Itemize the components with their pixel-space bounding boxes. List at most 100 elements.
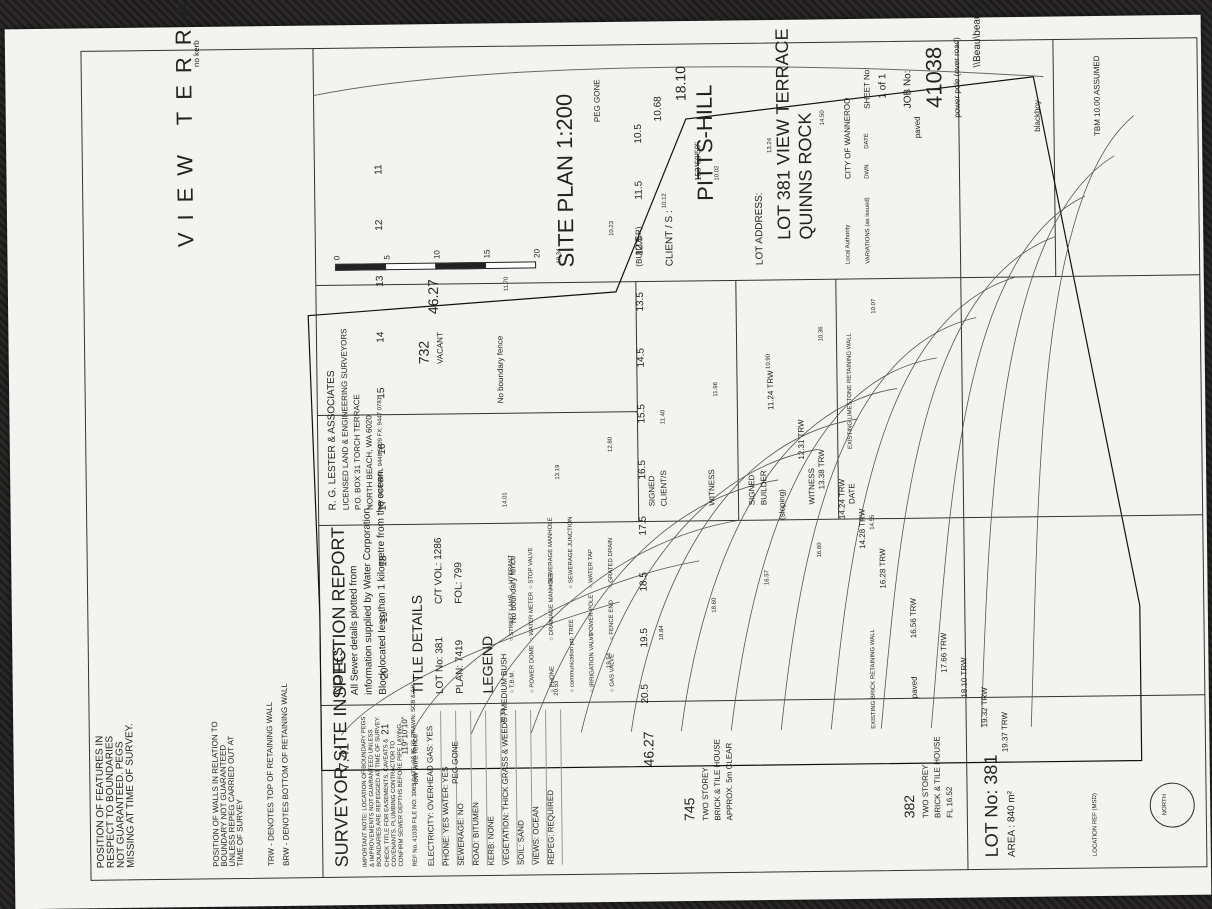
surveyor-divider	[317, 411, 638, 417]
street-name: VIEW TERRACE	[169, 0, 199, 248]
legend-item: ○ FENCE END	[608, 599, 616, 640]
lot-745-desc-2: BRICK & TILE HOUSE	[712, 738, 723, 821]
job-no-label: JOB No:	[902, 70, 914, 109]
sloping-note: (sloping)	[777, 489, 787, 520]
legend-item: ○ STOP VALVE	[528, 547, 535, 589]
report-divider	[320, 697, 966, 707]
paved-1: paved	[909, 676, 919, 699]
spot-level-label: 18.84	[658, 625, 666, 641]
lot-745-no: 745	[681, 797, 698, 822]
lot-boundary	[307, 76, 1143, 772]
spot-level-label: 18.60	[711, 597, 718, 613]
scale-tick-10: 10	[432, 250, 442, 260]
angle-2: 153°59'50"	[693, 142, 703, 181]
contour-label: 11.5	[633, 180, 645, 200]
trw-label: 19.37 TRW	[1000, 711, 1010, 753]
sign-row-line-3	[835, 279, 840, 520]
lot-732-no: 732	[415, 340, 432, 365]
sheet-no-value: 1 of 1	[877, 73, 889, 99]
signed-label: SIGNED	[647, 475, 657, 507]
trw-label: 14.28 TRW	[857, 508, 868, 549]
legend-item: ○ POWER POLE	[588, 594, 596, 641]
spot-level-label: 11.70	[503, 276, 510, 292]
plan-linework	[80, 37, 1208, 881]
sign-row-line	[635, 281, 640, 522]
client-label: CLIENT / S :	[663, 210, 676, 267]
lot-area: AREA : 840 m²	[1006, 790, 1018, 858]
spot-level-label: 13.19	[555, 464, 562, 480]
lot-745-desc-3: APPROX. 5m CLEAR	[724, 742, 735, 821]
power-pole-note: power pole (over road)	[951, 37, 962, 118]
contour-label: 10.5	[632, 124, 645, 144]
corner-dimension: 10.68	[652, 96, 664, 122]
low-wire-fence: low wire fence	[410, 733, 420, 785]
address-divider	[965, 694, 1205, 699]
trw-label: 17.66 TRW	[939, 632, 949, 673]
spot-level-label: 20.56	[501, 708, 508, 724]
scale-title: SITE PLAN 1:200	[551, 93, 579, 268]
spot-level-label: 10.90	[765, 353, 772, 370]
angle-1: 119°10'10"	[400, 716, 410, 755]
signed-builder-label: SIGNED	[747, 474, 757, 506]
job-divider	[960, 274, 1200, 279]
legend-item: ○ DRAINAGE MANHOLE	[548, 572, 556, 641]
legend-item: ○ SEWERAGE JUNCTION	[567, 516, 575, 589]
contour-label: 12	[374, 219, 386, 231]
contour-label: 15.5	[636, 404, 648, 424]
side-bottom-dimension: 46.27	[424, 278, 442, 315]
scale-tick-0: 0	[332, 255, 342, 261]
spot-level-label: 14.55	[869, 514, 876, 530]
location-ref: LOCATION REF (MSD)	[1092, 793, 1099, 857]
surveyor-addr-1: P.O. BOX 31 TORCH TERRACE	[352, 394, 363, 511]
spot-level-label: 19.54	[606, 652, 613, 669]
north-label: NORTH	[1162, 793, 1169, 816]
file-path: \\Beau\beau c\Cad\TEMP CONTOURS\41038VIE…	[969, 0, 983, 68]
lot-732-desc: VACANT	[435, 332, 445, 365]
spot-level-label: 10.36	[818, 326, 825, 342]
contour-label: 18	[378, 555, 390, 567]
peg-gone-1: PEG GONE	[450, 741, 460, 784]
contour-label: 13.5	[634, 292, 647, 312]
spot-level-label: 10.02	[714, 165, 721, 181]
authority-value: CITY OF WANNEROO	[842, 97, 853, 180]
scale-tick-15: 15	[482, 249, 492, 259]
contour-label: 20.5	[639, 684, 651, 704]
disclaimer-features: POSITION OF FEATURES IN RESPECT TO BOUND…	[94, 723, 137, 869]
spot-level-label: 11.40	[660, 409, 667, 425]
frontage-dimension: 18.10	[672, 65, 689, 102]
legend-heading: LEGEND	[479, 635, 496, 694]
lot-address-line-1: LOT 381 VIEW TERRACE	[771, 28, 795, 240]
scale-divider	[315, 277, 961, 287]
fol-label: FOL:	[453, 581, 465, 604]
legend-item: ○ communication pit	[569, 638, 576, 693]
spot-level-label: 10.23	[609, 220, 616, 236]
spot-level-label: 13.24	[767, 137, 774, 154]
spot-level-label: 16.60	[816, 542, 824, 558]
trw-label: 16.56 TRW	[908, 598, 919, 639]
paved-2: paved	[912, 116, 923, 139]
lot-382-desc-1: TWO STOREY	[920, 764, 931, 819]
lot-address-label: LOT ADDRESS:	[753, 192, 766, 266]
spot-level-label: 10.07	[871, 298, 878, 314]
fence-note-top: No boundary fence	[508, 555, 518, 624]
legend-item: ○ GRATED DRAIN	[607, 537, 615, 589]
legend-item: ○ POWER DOME	[529, 645, 536, 693]
variations-date: DATE	[864, 133, 871, 149]
builder-sign-label: BUILDER	[759, 470, 769, 506]
job-no-value: 41038	[920, 46, 947, 109]
plan-label: PLAN:	[454, 664, 466, 694]
contour-label: 13	[374, 275, 386, 287]
lot-no-label: LOT No:	[434, 656, 446, 695]
road-edge	[313, 66, 1044, 97]
contour-label: 20	[379, 667, 391, 679]
tbm-note: TBM 10.00 ASSUMED	[1092, 55, 1103, 137]
contour-label: 19.5	[639, 628, 651, 648]
lot-address-line-2: QUINNS ROCK	[794, 112, 817, 240]
contour-label: 18.5	[638, 572, 650, 592]
legend-item: ○ TREE	[568, 619, 576, 641]
authority-label: Local Authority	[845, 224, 852, 265]
trw-label: 18.10 TRW	[959, 657, 969, 698]
legend-item: ○ IRRIGATION VALVE	[589, 632, 596, 693]
fence-note-bottom: No boundary fence	[495, 335, 506, 404]
